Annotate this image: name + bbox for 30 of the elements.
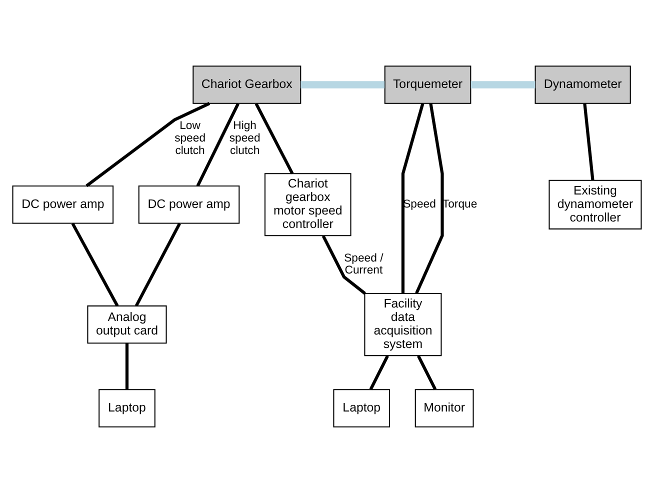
connector [416, 354, 437, 390]
connector [415, 102, 444, 294]
node-box: Analog output card [87, 304, 167, 344]
connector [125, 342, 129, 390]
connector [196, 102, 240, 186]
connector [401, 102, 424, 293]
connector [254, 102, 294, 174]
connector [71, 222, 119, 306]
node-box: Chariot Gearbox [192, 65, 302, 104]
edge-label: Speed / Current [344, 252, 384, 276]
node-box: Laptop [98, 388, 156, 427]
connector [470, 80, 536, 88]
node-box: Torquemeter [384, 65, 472, 104]
connector [583, 103, 594, 180]
node-box: Chariot gearbox motor speed controller [264, 172, 352, 236]
node-box: Dynamometer [534, 65, 631, 104]
connector [300, 80, 385, 88]
connector [86, 102, 210, 187]
edge-label: High speed clutch [229, 119, 260, 156]
node-box: DC power amp [12, 185, 114, 224]
edge-label: Low speed clutch [174, 119, 206, 156]
node-box: DC power amp [138, 185, 240, 224]
connector [134, 222, 181, 306]
connector [322, 234, 366, 294]
node-box: Monitor [414, 388, 474, 427]
connector [369, 354, 389, 390]
edge-label: Speed [403, 198, 436, 210]
node-box: Facility data acquisition system [364, 292, 442, 356]
node-box: Laptop [333, 388, 390, 427]
node-box: Existing dynamometer controller [548, 179, 642, 229]
